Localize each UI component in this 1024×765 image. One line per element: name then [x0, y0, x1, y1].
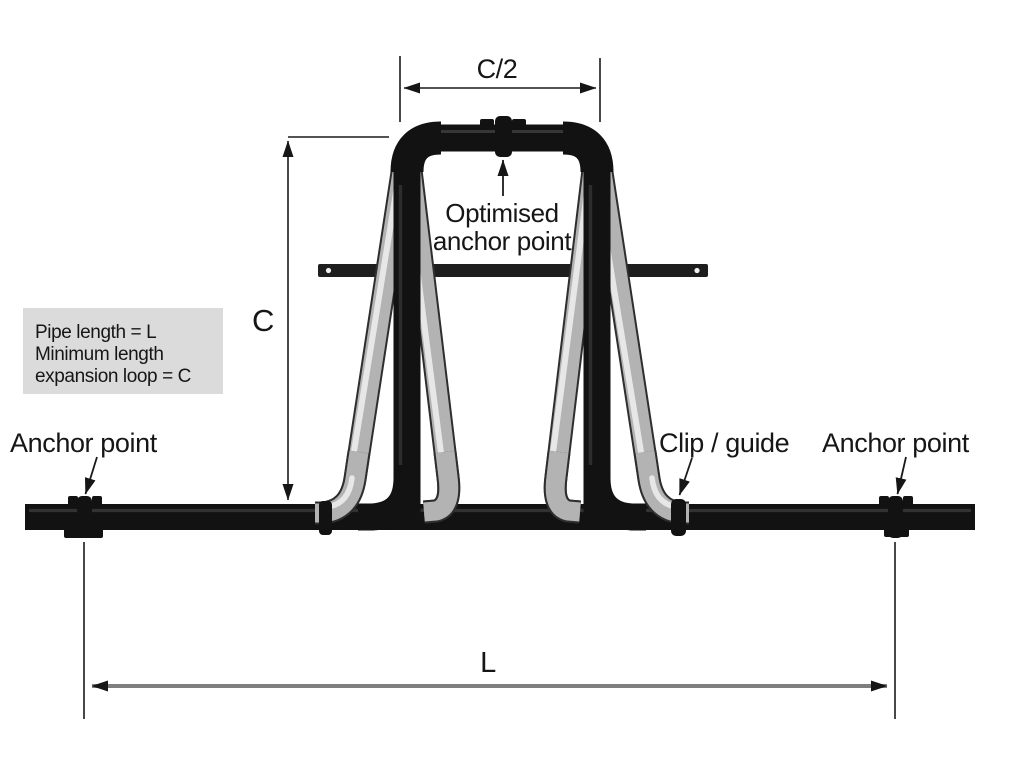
optimised-anchor-label-line2: anchor point — [433, 226, 572, 256]
left-guide-ring — [319, 501, 332, 535]
anchor-clip-left — [77, 496, 92, 538]
info-box-line-2: Minimum length — [35, 344, 164, 365]
info-box-line-3: expansion loop = C — [35, 366, 191, 387]
expansion-loop-pipe — [358, 121, 646, 531]
info-box-background — [23, 308, 223, 394]
anchor-right-tab — [903, 496, 913, 506]
clip-guide-arrow — [678, 457, 693, 496]
annotation-arrows — [84, 159, 907, 496]
loop-elbow-bottom-right — [583, 477, 646, 531]
anchor-right-arrow — [895, 456, 907, 495]
optimised-anchor-label-line1: Optimised — [445, 198, 558, 228]
gray-elbow-right-inner — [545, 450, 581, 522]
anchor-left-tab — [92, 496, 102, 506]
c2-dimension-label: C/2 — [477, 54, 518, 84]
clip-guide-ring — [671, 499, 686, 536]
bracket-hole-right-icon — [694, 267, 700, 274]
anchor-clip-right — [888, 496, 903, 538]
gray-pipe-highlight — [348, 177, 401, 473]
clip-guide-label: Clip / guide — [659, 428, 789, 458]
top-clip-tab-left — [480, 119, 494, 130]
optimised-anchor-clip — [495, 116, 512, 157]
anchor-right-tab — [879, 496, 889, 506]
pipe-clips — [64, 116, 913, 538]
info-box: Pipe length = L Minimum length expansion… — [23, 308, 223, 394]
labels: C/2 Optimised anchor point C L Anchor po… — [10, 54, 970, 679]
anchor-left-arrow — [84, 456, 98, 495]
anchor-point-left-label: Anchor point — [10, 428, 158, 458]
main-pipe-run — [25, 504, 975, 530]
c-dimension-label: C — [252, 303, 274, 338]
l-dimension-label: L — [480, 647, 496, 679]
gray-pipe-highlight — [548, 181, 591, 471]
gray-elbow-left-inner — [423, 450, 459, 522]
info-box-line-1: Pipe length = L — [35, 322, 156, 343]
anchor-left-tab — [68, 496, 78, 506]
anchor-point-right-label: Anchor point — [822, 428, 970, 458]
top-clip-tab-right — [512, 119, 526, 130]
loop-elbow-bottom-left — [358, 477, 421, 531]
dimensions — [83, 56, 896, 719]
bracket-hole-left-icon — [325, 267, 332, 274]
